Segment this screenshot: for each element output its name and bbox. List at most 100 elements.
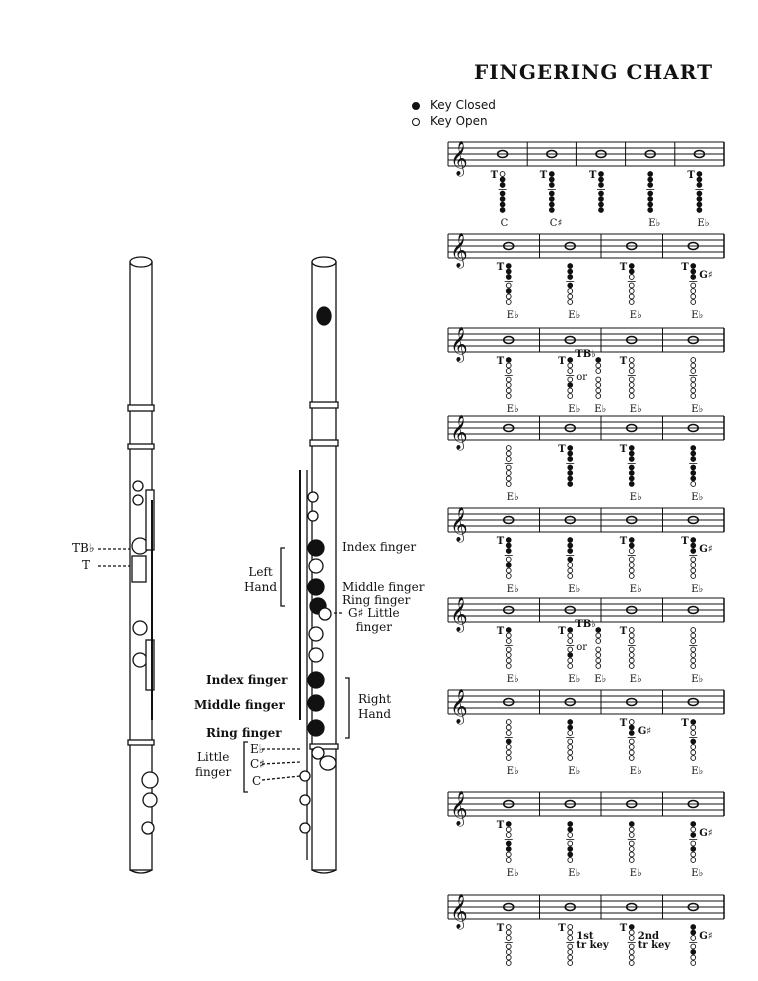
key-open: [505, 744, 512, 750]
key-open: [505, 481, 512, 487]
key-closed: [598, 171, 604, 177]
key-closed: [628, 724, 635, 731]
key-open: [505, 943, 512, 950]
key-closed: [696, 201, 703, 208]
key-closed: [628, 924, 635, 930]
key-open: [628, 663, 635, 669]
note-head: [625, 515, 638, 525]
key-open: [690, 826, 697, 833]
key-open: [505, 646, 512, 653]
side-key-label: 1st: [576, 931, 594, 942]
little-finger-key-label: E♭: [691, 404, 703, 415]
key-closed: [567, 445, 574, 451]
side-key-label: G♯: [699, 931, 712, 942]
key-closed: [690, 548, 697, 554]
thumb-key-label: T: [497, 356, 505, 367]
thumb-key-label: T: [681, 536, 689, 547]
key-closed: [647, 207, 654, 213]
c-key-label: C: [252, 774, 262, 788]
thumb-key-label: T: [558, 923, 566, 934]
legend-closed-label: Key Closed: [430, 98, 496, 112]
key-open: [505, 282, 512, 289]
key-open: [505, 464, 512, 471]
key-closed: [628, 475, 635, 482]
left-middle-finger-label: Middle finger: [342, 580, 425, 594]
treble-clef: 𝄞: [450, 507, 468, 543]
little-finger-key-label: E♭: [691, 584, 703, 595]
key-open: [567, 954, 574, 961]
note-head: [693, 149, 706, 159]
key-open: [505, 663, 512, 669]
key-open: [595, 646, 602, 653]
note-head: [687, 605, 700, 615]
key-open: [628, 562, 635, 568]
thumb-key-label: T: [589, 170, 597, 181]
right-ring-finger-label: Ring finger: [206, 726, 282, 740]
key-closed: [499, 176, 506, 183]
little-finger-key-label: E♭: [568, 868, 580, 879]
key-closed: [690, 537, 697, 543]
key-closed: [598, 201, 604, 208]
thumb-key-label: T: [497, 923, 505, 934]
note-head: [595, 149, 607, 159]
key-open: [567, 832, 574, 838]
gsharp-little-finger-label: G♯ Little finger: [348, 606, 400, 634]
key-closed: [567, 851, 574, 858]
key-closed: [628, 821, 635, 827]
key-open: [595, 362, 602, 369]
key-open: [505, 935, 512, 941]
note-head: [564, 515, 577, 525]
thumb-key-label: T: [497, 536, 505, 547]
key-open: [567, 638, 574, 644]
note-head: [625, 697, 638, 707]
key-closed: [690, 268, 697, 275]
key-open: [628, 840, 635, 847]
tbflat-key-label: TB♭: [72, 541, 95, 555]
key-open: [628, 627, 635, 633]
key-closed: [567, 724, 574, 731]
key-open: [690, 293, 697, 300]
key-closed: [595, 357, 602, 363]
key-closed: [690, 738, 697, 745]
key-open: [505, 960, 512, 966]
key-open: [628, 288, 635, 294]
key-open: [690, 749, 697, 756]
key-open: [567, 376, 574, 383]
key-open: [628, 719, 635, 725]
key-closed: [690, 924, 697, 930]
open-key-icon: [412, 117, 420, 126]
key-open: [690, 840, 697, 847]
key-open: [505, 857, 512, 863]
key-open: [628, 846, 635, 852]
key-open: [505, 387, 512, 394]
key-open: [505, 393, 512, 399]
thumb-key-label: T: [497, 262, 505, 273]
key-open: [690, 960, 697, 966]
key-closed: [548, 171, 555, 177]
key-closed: [505, 274, 512, 280]
treble-clef: 𝄞: [450, 894, 468, 930]
key-closed: [628, 445, 635, 451]
key-closed: [690, 263, 697, 269]
key-open: [690, 288, 697, 294]
key-open: [567, 368, 574, 374]
key-open: [628, 638, 635, 644]
key-closed: [567, 274, 574, 280]
key-open: [505, 362, 512, 369]
key-open: [628, 293, 635, 300]
key-open: [567, 646, 574, 653]
note-head: [564, 335, 577, 345]
key-open: [628, 826, 635, 833]
side-key-label: G♯: [699, 270, 712, 281]
side-key-label: G♯: [699, 828, 712, 839]
key-closed: [567, 826, 574, 833]
key-open: [567, 960, 574, 966]
little-finger-key-label: E♭: [507, 310, 519, 321]
little-finger-key-label: E♭: [691, 674, 703, 685]
key-open: [505, 638, 512, 644]
key-closed: [567, 357, 574, 363]
key-open: [505, 573, 512, 579]
key-closed: [690, 719, 697, 725]
thumb-key-label: T: [491, 170, 499, 181]
little-finger-key-label: E♭: [507, 868, 519, 879]
